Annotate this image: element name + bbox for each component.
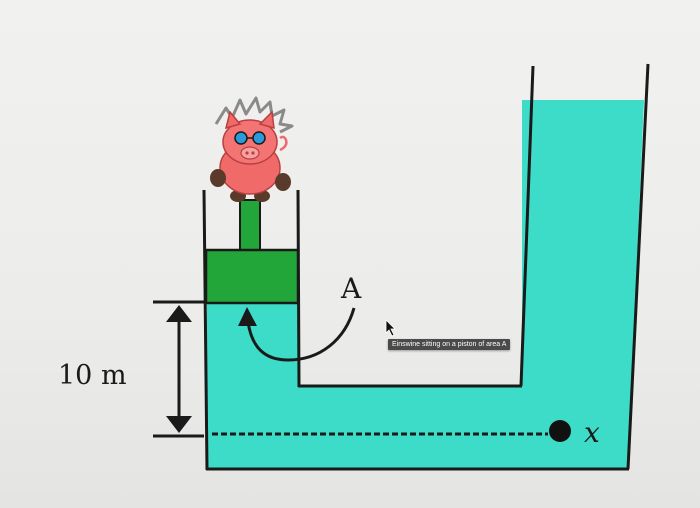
pig-glasses-right (252, 131, 266, 145)
pig-ear-right (258, 110, 275, 130)
area-pointer-arrow (246, 307, 356, 362)
pig-hand-left (210, 169, 226, 187)
right-column-outer-wall (626, 63, 650, 470)
pig-head (222, 119, 278, 165)
pig-glasses-left (234, 131, 248, 145)
point-x-label: x (584, 416, 600, 449)
fluid (207, 100, 644, 468)
hover-tooltip: Einswine sitting on a piston of area A (388, 339, 511, 350)
point-x-marker (549, 420, 571, 442)
pig-tail (279, 135, 288, 152)
left-chamber-outer-wall (202, 189, 209, 471)
dimension-arrow-down (166, 416, 192, 433)
pig-nostril-left (245, 151, 249, 155)
height-label: 10 m (58, 360, 127, 391)
pig-snout (240, 146, 260, 160)
area-pointer-arrowhead (238, 307, 257, 326)
piston-head (204, 248, 300, 305)
pig-icon (210, 96, 294, 202)
piston-rod (239, 199, 261, 253)
fluid-lower-region (207, 100, 644, 468)
height-dimension (153, 300, 204, 438)
pig-ear-left (224, 110, 242, 130)
pig-hand-right (275, 173, 291, 191)
piston (204, 199, 300, 305)
right-column-inner-wall (519, 65, 535, 387)
mouse-pointer-icon (385, 319, 396, 337)
dimension-arrow-up (166, 305, 192, 322)
area-label: A (340, 272, 362, 305)
pig-nostril-right (251, 151, 255, 155)
